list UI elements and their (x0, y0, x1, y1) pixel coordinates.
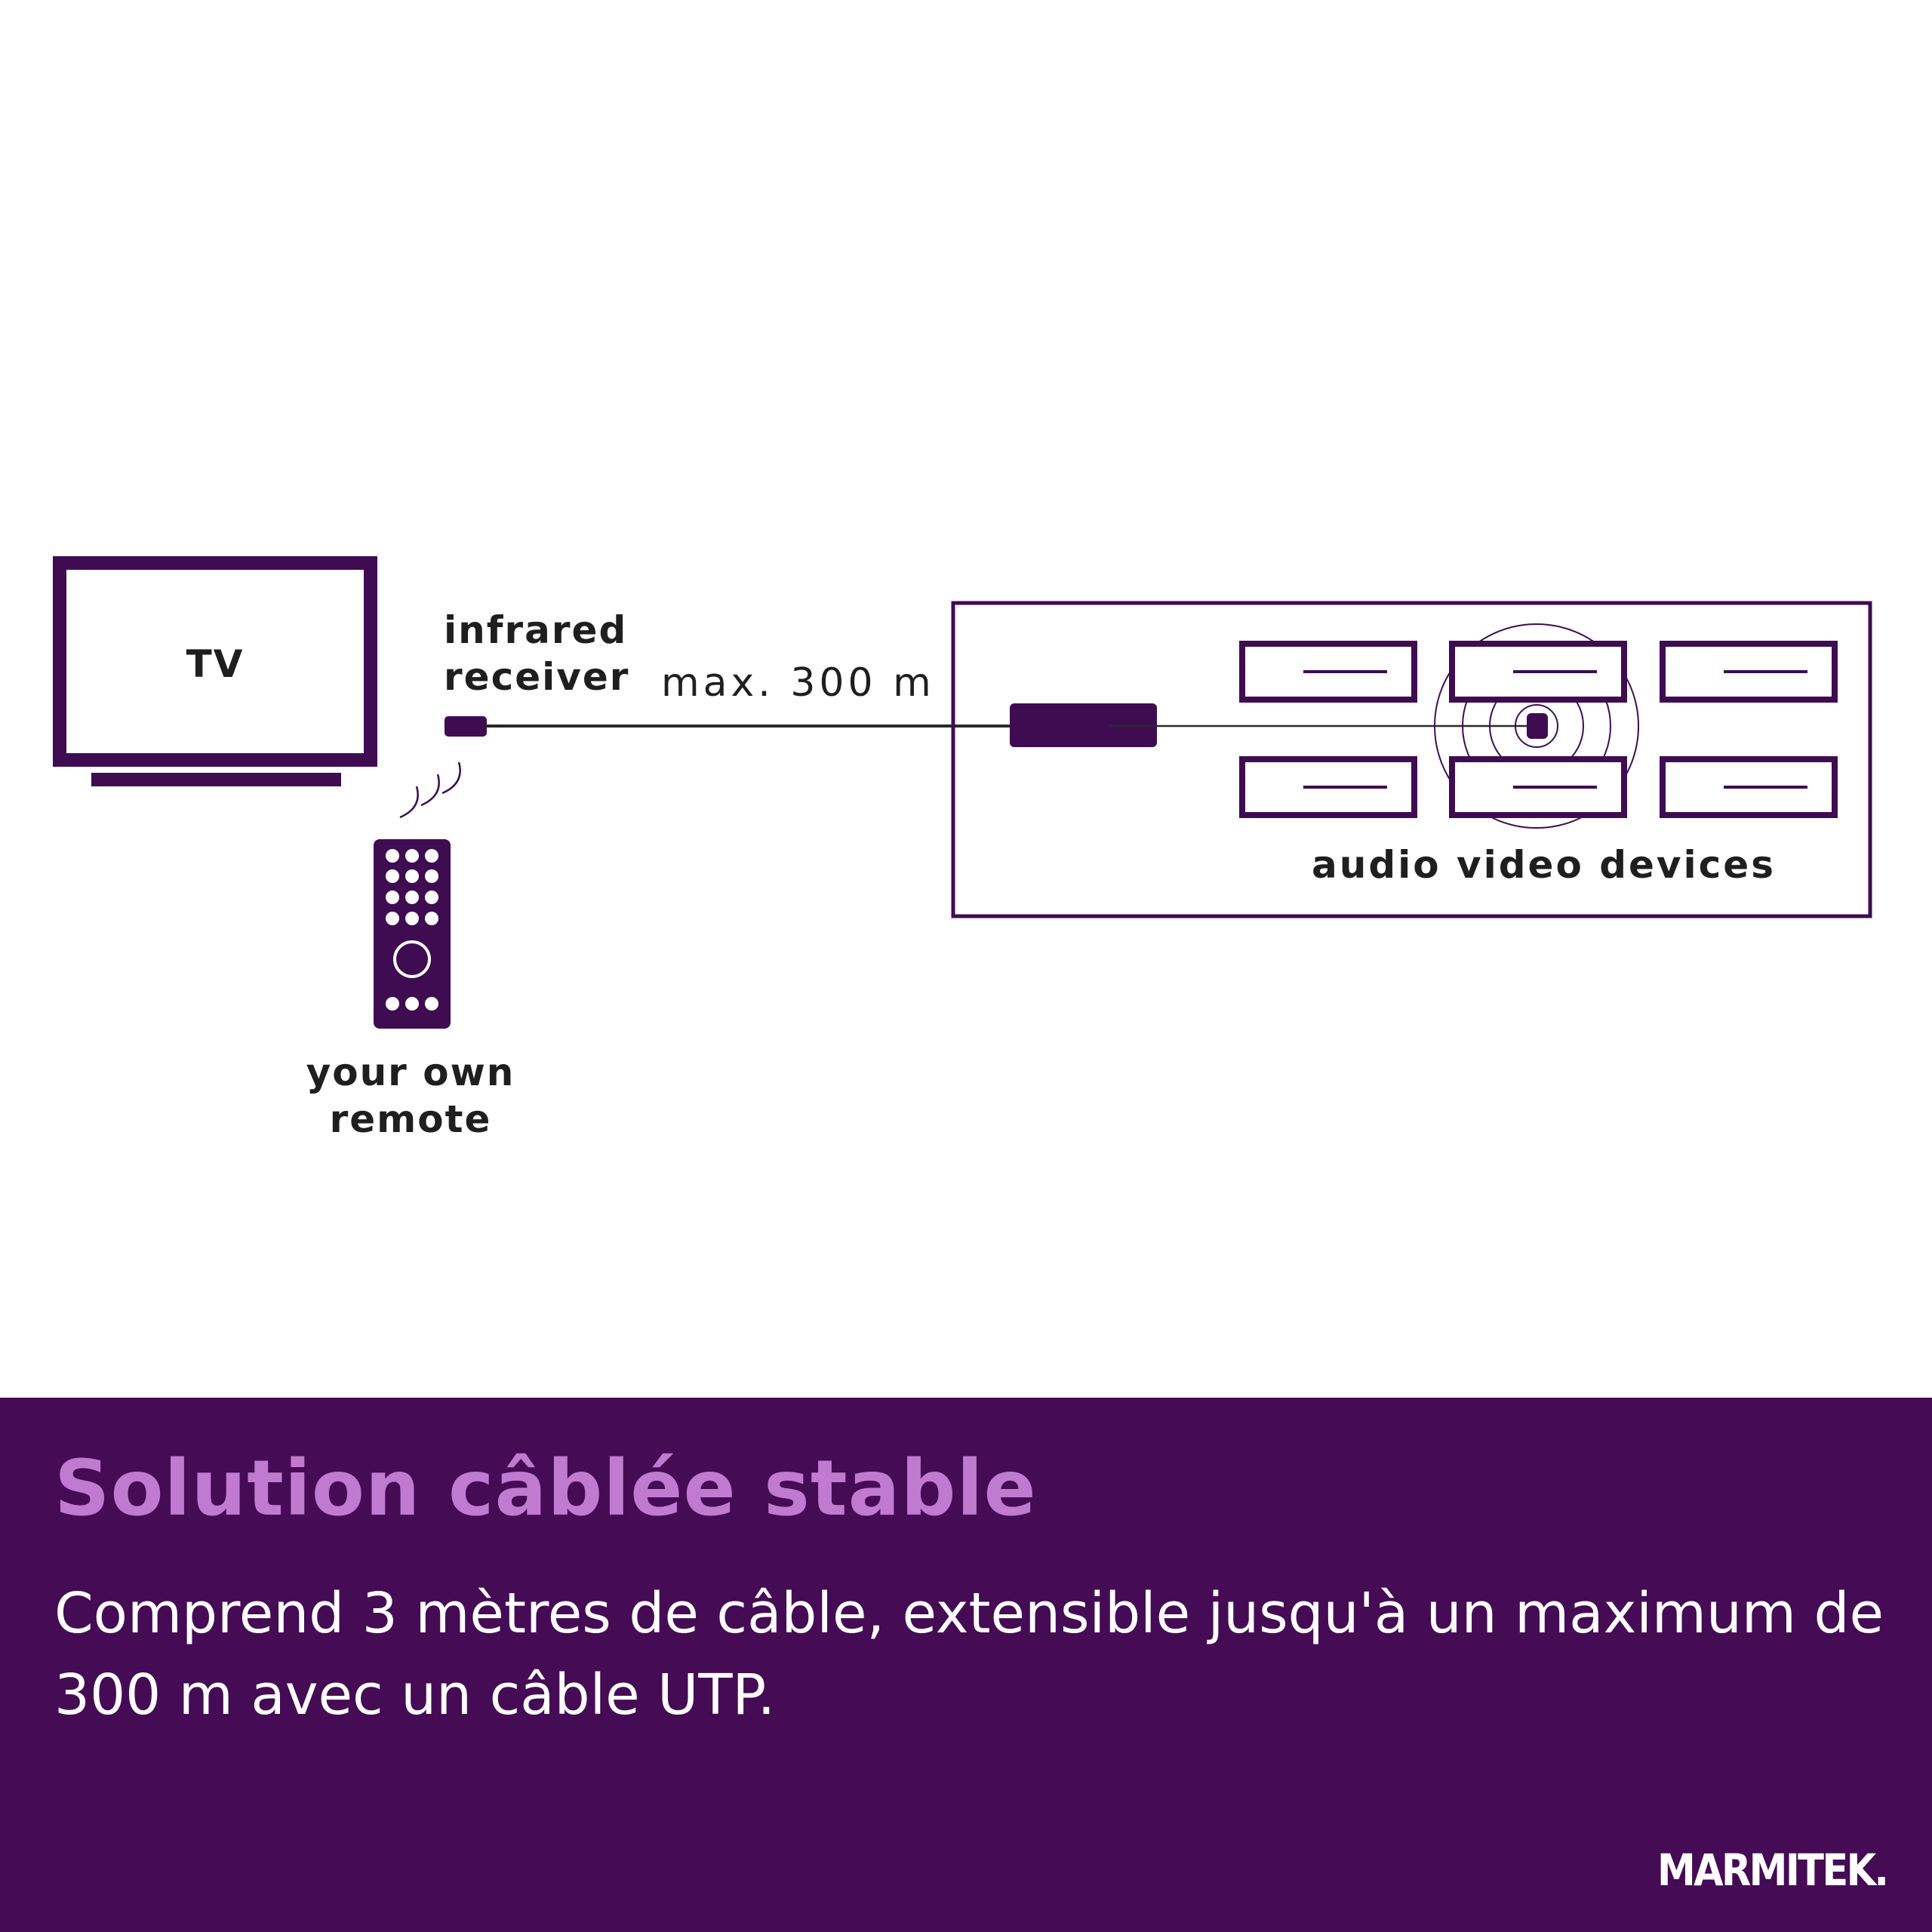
remote-button (405, 849, 419, 863)
ir-signal-icon (399, 761, 461, 819)
remote-button (386, 997, 399, 1011)
remote-button (386, 891, 399, 904)
panel-title: Solution câblée stable (54, 1444, 1037, 1534)
remote-button (386, 869, 399, 883)
panel-description: Comprend 3 mètres de câble, extensible j… (54, 1581, 1884, 1727)
av-devices (1239, 641, 1838, 818)
ir-receiver-label: infrared receiver (444, 607, 629, 700)
remote-button (425, 891, 438, 904)
cable-length-label: max. 300 m (661, 660, 935, 706)
ir-receiver-label-line2: receiver (444, 655, 630, 699)
remote-button (425, 912, 438, 925)
remote-button (425, 869, 438, 883)
av-device-icon (1239, 756, 1417, 818)
info-panel (0, 1398, 1932, 1932)
remote-button (386, 912, 399, 925)
ir-transmitter-icon (1010, 703, 1157, 747)
remote-button (386, 849, 399, 863)
av-device-icon (1449, 756, 1627, 818)
connection-diagram (53, 556, 1872, 1029)
tv-label: TV (186, 642, 245, 686)
remote-icon (374, 839, 451, 1029)
remote-button (425, 997, 438, 1011)
remote-button (405, 997, 419, 1011)
ir-receiver-label-line1: infrared (444, 608, 628, 652)
ir-receiver-icon (445, 716, 487, 737)
av-device-icon (1449, 641, 1627, 703)
remote-button (405, 912, 419, 925)
remote-button (405, 869, 419, 883)
av-device-icon (1660, 641, 1838, 703)
remote-button (425, 849, 438, 863)
remote-label: your own remote (296, 1049, 525, 1143)
av-device-icon (1239, 641, 1417, 703)
remote-label-line1: your own (306, 1051, 515, 1094)
brand-logo: MARMITEK. (1657, 1844, 1889, 1896)
ir-emitter-icon (1527, 713, 1548, 739)
av-device-icon (1660, 756, 1838, 818)
av-devices-label: audio video devices (1312, 843, 1776, 887)
remote-button (405, 891, 419, 904)
remote-label-line2: remote (329, 1097, 492, 1141)
av-cabinet (951, 601, 1872, 918)
tv-icon (53, 556, 377, 786)
